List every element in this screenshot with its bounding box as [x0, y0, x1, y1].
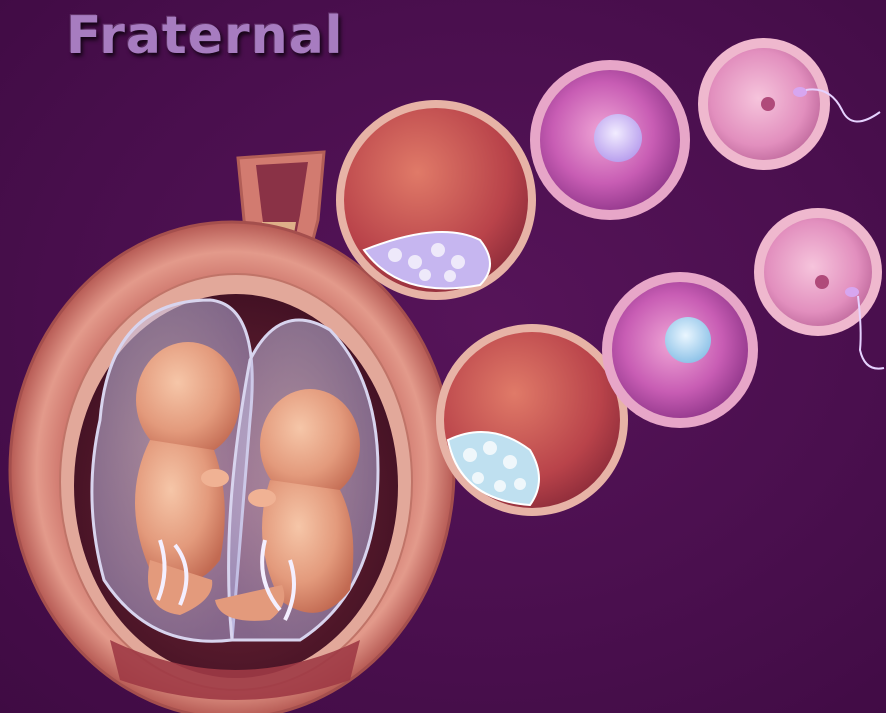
egg-cell-top-icon: [698, 38, 830, 170]
egg-cell-bottom-icon: [754, 208, 882, 336]
fertilized-egg-bottom-icon: [602, 272, 758, 428]
blastocyst-top-icon: [336, 100, 536, 300]
fertilized-egg-top-icon: [530, 60, 690, 220]
blastocyst-bottom-icon: [436, 324, 628, 516]
